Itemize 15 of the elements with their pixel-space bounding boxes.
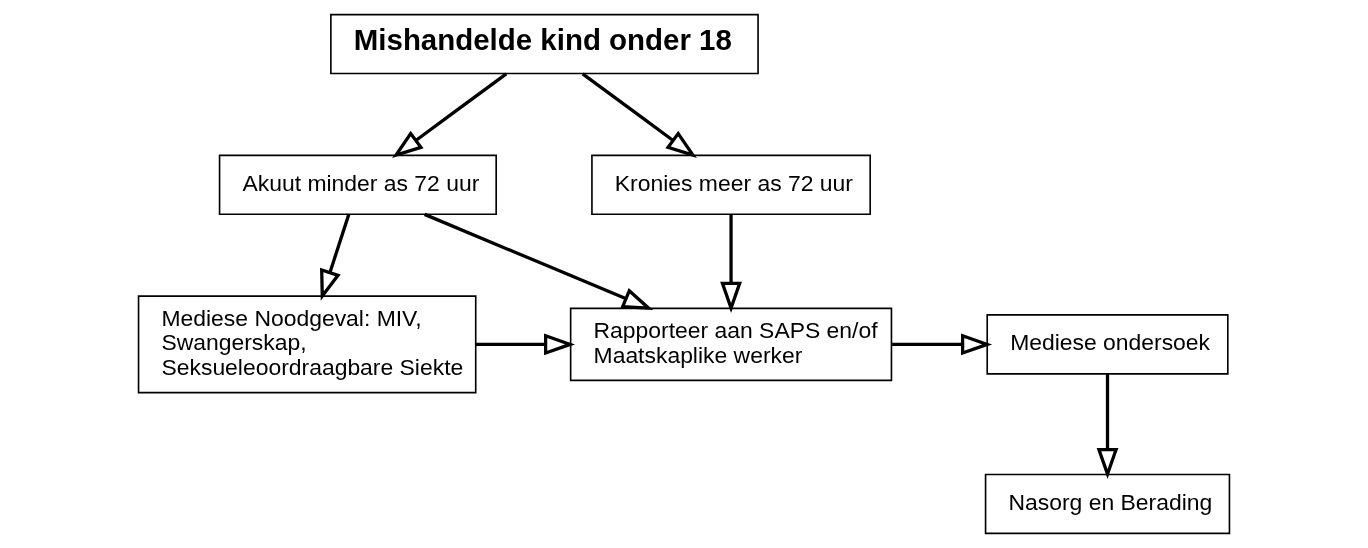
arrow — [476, 333, 576, 356]
arrow — [1096, 373, 1119, 480]
arrow — [423, 212, 654, 311]
arrow — [392, 72, 508, 158]
arrow — [581, 72, 697, 158]
node-box: Nasorg en Berading — [984, 473, 1231, 535]
node-box: Akuut minder as 72 uur — [218, 154, 497, 216]
node-box: Mediese ondersoek — [986, 314, 1229, 375]
arrow — [720, 214, 742, 313]
arrow — [892, 333, 993, 356]
node-box: Mishandelde kind onder 18 — [330, 13, 759, 75]
node-box: Kronies meer as 72 uur — [591, 154, 871, 216]
node-box: Rapporteer aan SAPS en/of Maatskaplike werker — [569, 307, 893, 382]
node-box: Mediese Noodgeval: MIV, Swangerskap, Seksueleoordraagbare Siekte — [137, 295, 477, 394]
arrow — [320, 213, 351, 301]
